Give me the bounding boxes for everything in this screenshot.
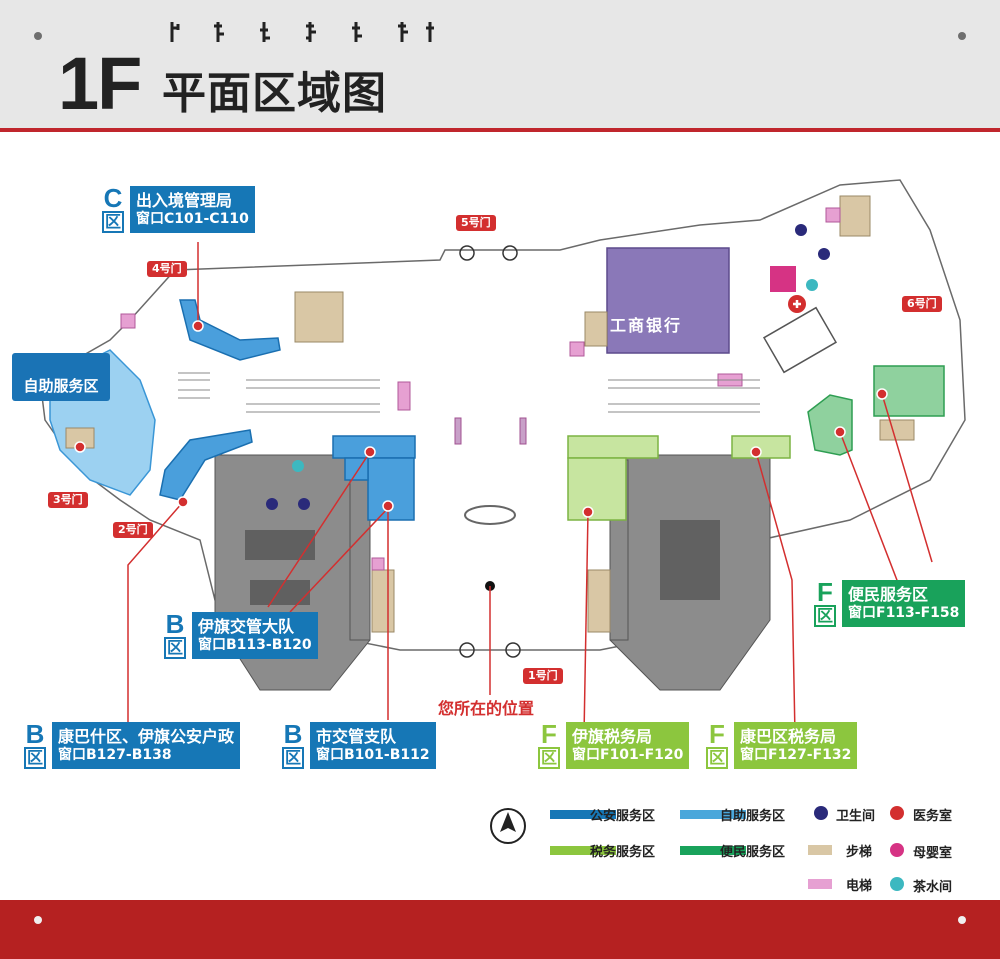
legend-self-service: 自助服务区 (720, 809, 786, 824)
zone-window: 窗口C101-C110 (136, 211, 249, 227)
zone-window: 窗口B101-B112 (316, 747, 430, 763)
convenience-swatch (680, 846, 746, 855)
self-service-area-label: 自助服务区 (23, 377, 99, 395)
legend-public-security: 公安服务区 (590, 809, 656, 824)
medical-icon (890, 806, 904, 820)
zone-qu: 区 (101, 211, 124, 233)
tea-room-icon (890, 877, 904, 891)
legend-tea: 茶水间 (913, 880, 953, 895)
public-security-swatch (550, 810, 616, 819)
stairs-swatch (808, 845, 832, 855)
legend-elevator: 电梯 (846, 879, 873, 894)
floor-number: 1F (58, 42, 142, 125)
door-5-label: 5号门 (456, 215, 496, 231)
zone-letter: F (541, 719, 557, 749)
header-band (0, 0, 1000, 132)
door-1-label: 1号门 (523, 668, 563, 684)
zone-name: 康巴区税务局 (740, 727, 837, 746)
zone-qu: 区 (23, 747, 46, 769)
legend-mother-baby: 母婴室 (913, 846, 953, 861)
screw-icon (34, 32, 42, 40)
page-title: 平面区域图 (162, 68, 387, 119)
self-service-area-sign: 自助服务区 (12, 353, 110, 401)
zone-letter: F (817, 577, 833, 607)
zone-window: 窗口F113-F158 (848, 605, 960, 621)
zone-letter: B (165, 609, 185, 639)
elevator-swatch (808, 879, 832, 889)
header-divider (0, 128, 1000, 132)
mongolian-script-logo (170, 22, 434, 42)
north-arrow-icon (490, 808, 526, 844)
legend-stairs: 步梯 (846, 845, 873, 860)
screw-icon (958, 916, 966, 924)
zone-window: 窗口F101-F120 (572, 747, 684, 763)
zone-name: 出入境管理局 (136, 191, 233, 210)
toilet-icon (814, 806, 828, 820)
zone-name: 伊旗交管大队 (198, 617, 295, 636)
door-3-label: 3号门 (48, 492, 88, 508)
zone-window: 窗口F127-F132 (740, 747, 852, 763)
door-2-label: 2号门 (113, 522, 153, 538)
legend-toilet: 卫生间 (836, 809, 876, 824)
zone-name: 伊旗税务局 (572, 727, 653, 746)
legend-convenience: 便民服务区 (720, 845, 786, 860)
zone-qu: 区 (163, 637, 186, 659)
zone-qu: 区 (705, 747, 728, 769)
zone-letter: B (283, 719, 303, 749)
screw-icon (34, 916, 42, 924)
zone-name: 康巴什区、伊旗公安户政 (58, 727, 235, 746)
zone-letter: B (25, 719, 45, 749)
zone-qu: 区 (281, 747, 304, 769)
zone-name: 市交管支队 (316, 727, 397, 746)
self-service-swatch (680, 810, 746, 819)
zone-letter: F (709, 719, 725, 749)
zone-window: 窗口B127-B138 (58, 747, 172, 763)
footer-band (0, 900, 1000, 959)
mother-baby-icon (890, 843, 904, 857)
screw-icon (958, 32, 966, 40)
north-label: 北 (505, 831, 515, 841)
door-4-label: 4号门 (147, 261, 187, 277)
bank-label: 工商银行 (610, 316, 683, 335)
legend-medical: 医务室 (913, 809, 953, 824)
zone-name: 便民服务区 (848, 585, 929, 604)
zone-qu: 区 (537, 747, 560, 769)
legend-tax: 税务服务区 (590, 845, 656, 860)
zone-qu: 区 (813, 605, 836, 627)
zone-letter: C (103, 183, 123, 213)
door-6-label: 6号门 (902, 296, 942, 312)
tax-swatch (550, 846, 616, 855)
you-are-here-label: 您所在的位置 (438, 699, 535, 718)
zone-window: 窗口B113-B120 (198, 637, 312, 653)
